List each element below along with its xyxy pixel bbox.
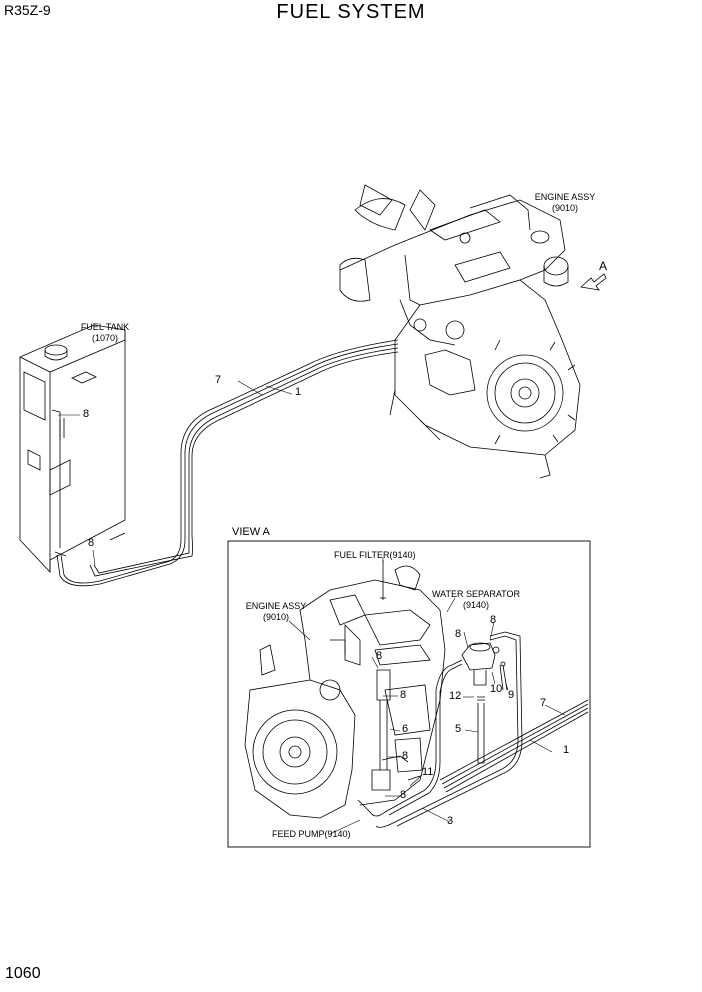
callout-7-top: 7 xyxy=(215,374,222,386)
engine-assy-view-name: ENGINE ASSY xyxy=(245,601,307,611)
callout-11: 11 xyxy=(422,766,434,778)
view-a-frame xyxy=(227,540,591,848)
feed-pump-label: FEED PUMP(9140) xyxy=(272,829,351,839)
fuel-filter-label: FUEL FILTER(9140) xyxy=(334,550,416,560)
view-a-fuel-lines xyxy=(357,631,589,828)
leader-lines xyxy=(58,380,566,835)
page-title: FUEL SYSTEM xyxy=(276,1,426,23)
fuel-tank-code: (1070) xyxy=(91,333,118,343)
callout-10: 10 xyxy=(490,683,503,695)
fuel-tank-label: FUEL TANK (1070) xyxy=(60,322,150,344)
callout-6: 6 xyxy=(402,723,409,735)
water-separator-name: WATER SEPARATOR xyxy=(431,589,520,599)
callout-8-separator-right: 8 xyxy=(490,614,497,626)
engine-assy-code: (9010) xyxy=(551,203,578,213)
water-separator-drawing xyxy=(461,642,508,764)
fuel-tank-drawing xyxy=(19,324,126,574)
engine-assy-view-code: (9010) xyxy=(262,612,289,622)
callout-8-filter-top: 8 xyxy=(376,650,383,662)
callout-7-view: 7 xyxy=(540,697,547,709)
water-separator-label: WATER SEPARATOR (9140) xyxy=(421,589,531,611)
callout-8-filter-mid: 8 xyxy=(400,689,407,701)
engine-assembly-drawing xyxy=(339,184,581,479)
page-number: 1060 xyxy=(5,965,41,982)
view-a-title: VIEW A xyxy=(232,526,270,538)
view-a-arrow-label: A xyxy=(599,259,608,273)
callout-3: 3 xyxy=(447,815,454,827)
water-separator-code: (9140) xyxy=(462,600,489,610)
callout-9: 9 xyxy=(508,689,515,701)
callout-1-view: 1 xyxy=(563,744,570,756)
callout-8-feed-pump: 8 xyxy=(400,789,407,801)
engine-assy-label: ENGINE ASSY (9010) xyxy=(515,192,615,214)
callout-8-tank-lower: 8 xyxy=(88,537,95,549)
fuel-line-1-7 xyxy=(51,339,399,587)
engine-assy-view-label: ENGINE ASSY (9010) xyxy=(236,601,316,623)
callout-8-separator-left: 8 xyxy=(455,628,462,640)
engine-assy-name: ENGINE ASSY xyxy=(534,192,596,202)
callout-12: 12 xyxy=(449,690,462,702)
callout-8-tank-upper: 8 xyxy=(83,408,90,420)
view-a-engine-drawing xyxy=(244,560,446,819)
view-a-arrow xyxy=(580,273,607,291)
fuel-filter-drawing xyxy=(371,669,391,791)
callout-5: 5 xyxy=(455,723,462,735)
model-code: R35Z-9 xyxy=(4,2,51,18)
callout-8-filter-low: 8 xyxy=(402,750,409,762)
fuel-tank-name: FUEL TANK xyxy=(80,322,130,332)
callout-1-top: 1 xyxy=(295,386,302,398)
